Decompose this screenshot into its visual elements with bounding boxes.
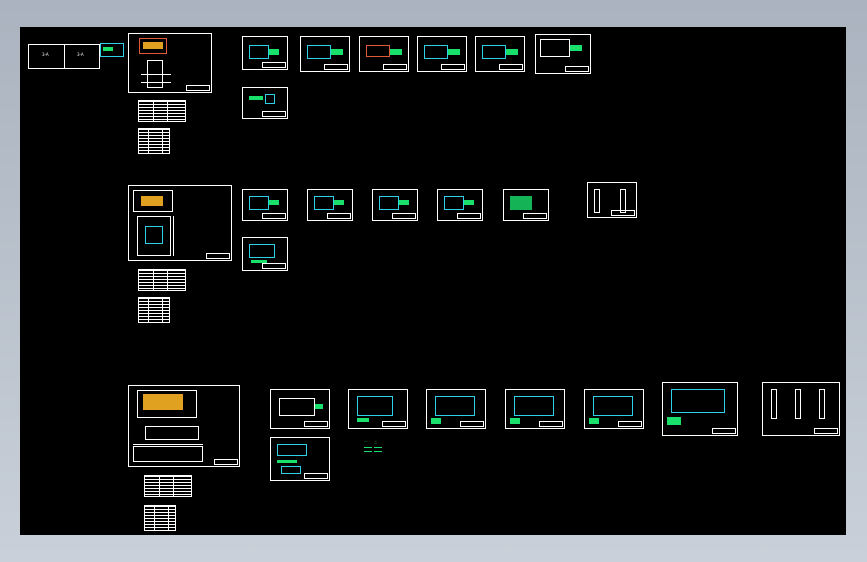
assembly-sheet-1[interactable] <box>128 33 212 93</box>
part-sheet-1-5[interactable] <box>475 36 525 72</box>
bom-table-2b[interactable] <box>138 297 170 323</box>
assembly-sheet-3[interactable] <box>128 385 240 467</box>
part-sheet-1-1[interactable] <box>242 36 288 70</box>
small-label-2: 二 <box>374 440 378 444</box>
part-sheet-1-7[interactable] <box>242 87 288 119</box>
bom-table-3b[interactable] <box>144 505 176 531</box>
small-label-1: 一 <box>364 440 368 444</box>
legend-cell-2-text: 3-A <box>77 52 84 57</box>
part-sheet-3-7[interactable] <box>762 382 840 436</box>
assembly-sheet-2[interactable] <box>128 185 232 261</box>
part-sheet-2-3[interactable] <box>372 189 418 221</box>
part-sheet-2-4[interactable] <box>437 189 483 221</box>
part-sheet-3-8[interactable] <box>270 437 330 481</box>
part-sheet-1-4[interactable] <box>417 36 467 72</box>
legend-box[interactable]: 3-A 3-A <box>28 44 100 69</box>
part-sheet-3-1[interactable] <box>270 389 330 429</box>
part-sheet-2-7[interactable] <box>242 237 288 271</box>
bom-table-3a[interactable] <box>144 475 192 497</box>
legend-thumbnail[interactable] <box>100 43 124 57</box>
cad-model-space[interactable]: 3-A 3-A <box>20 27 846 535</box>
bom-table-1a[interactable] <box>138 100 186 122</box>
bom-table-2a[interactable] <box>138 269 186 291</box>
part-sheet-1-2[interactable] <box>300 36 350 72</box>
part-sheet-3-2[interactable] <box>348 389 408 429</box>
part-sheet-3-6[interactable] <box>662 382 738 436</box>
legend-cell-1-text: 3-A <box>42 52 49 57</box>
part-sheet-2-6[interactable] <box>587 182 637 218</box>
bom-table-1b[interactable] <box>138 128 170 154</box>
part-sheet-1-6[interactable] <box>535 34 591 74</box>
part-sheet-2-5[interactable] <box>503 189 549 221</box>
part-sheet-3-4[interactable] <box>505 389 565 429</box>
part-sheet-3-5[interactable] <box>584 389 644 429</box>
part-sheet-3-3[interactable] <box>426 389 486 429</box>
small-label-pair[interactable]: 一 二 <box>364 441 384 461</box>
part-sheet-2-2[interactable] <box>307 189 353 221</box>
part-sheet-2-1[interactable] <box>242 189 288 221</box>
part-sheet-1-3[interactable] <box>359 36 409 72</box>
